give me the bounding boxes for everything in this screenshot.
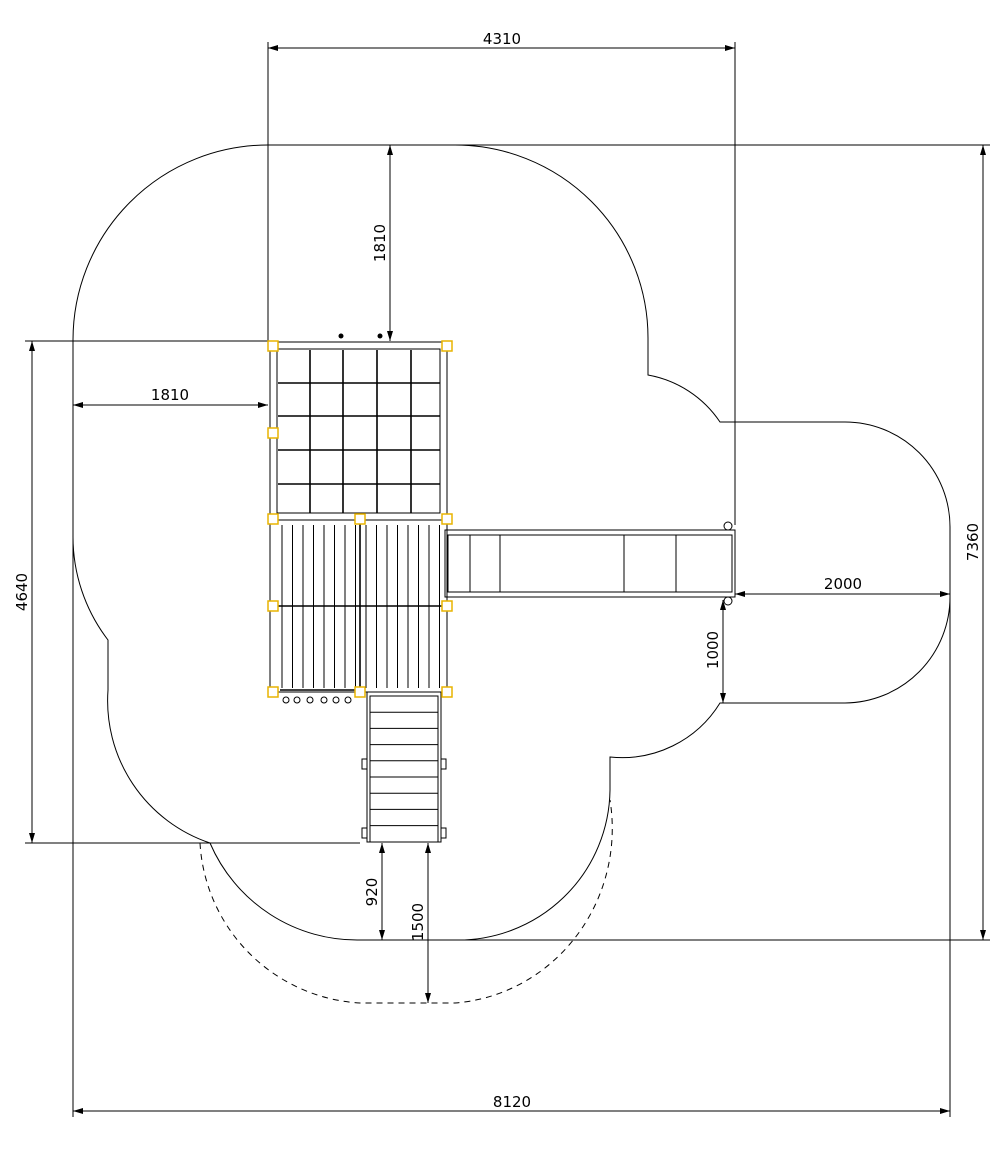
play-deck	[269, 519, 448, 704]
slide	[444, 521, 736, 606]
dim-8120: 8120	[493, 1093, 531, 1111]
dim-1810-top: 1810	[371, 224, 389, 262]
post	[441, 340, 453, 352]
dim-4310: 4310	[483, 30, 521, 48]
extended-zone-dashed	[199, 799, 613, 1004]
stairs	[361, 691, 447, 843]
dim-1000: 1000	[704, 631, 722, 669]
safety-zone-outline	[72, 144, 951, 941]
post	[354, 513, 366, 525]
post	[267, 600, 279, 612]
post	[441, 513, 453, 525]
post	[441, 600, 453, 612]
dim-7360: 7360	[964, 523, 982, 561]
post	[354, 686, 366, 698]
dim-1810-left: 1810	[151, 386, 189, 404]
dimension-lines	[29, 45, 986, 1114]
dim-4640: 4640	[13, 573, 31, 611]
post	[441, 686, 453, 698]
dim-2000: 2000	[824, 575, 862, 593]
post	[267, 427, 279, 439]
dim-920: 920	[363, 878, 381, 907]
post	[267, 513, 279, 525]
dim-1500: 1500	[409, 903, 427, 941]
post	[267, 340, 279, 352]
posts	[267, 340, 453, 698]
climbing-net-frame	[269, 333, 448, 521]
post	[267, 686, 279, 698]
